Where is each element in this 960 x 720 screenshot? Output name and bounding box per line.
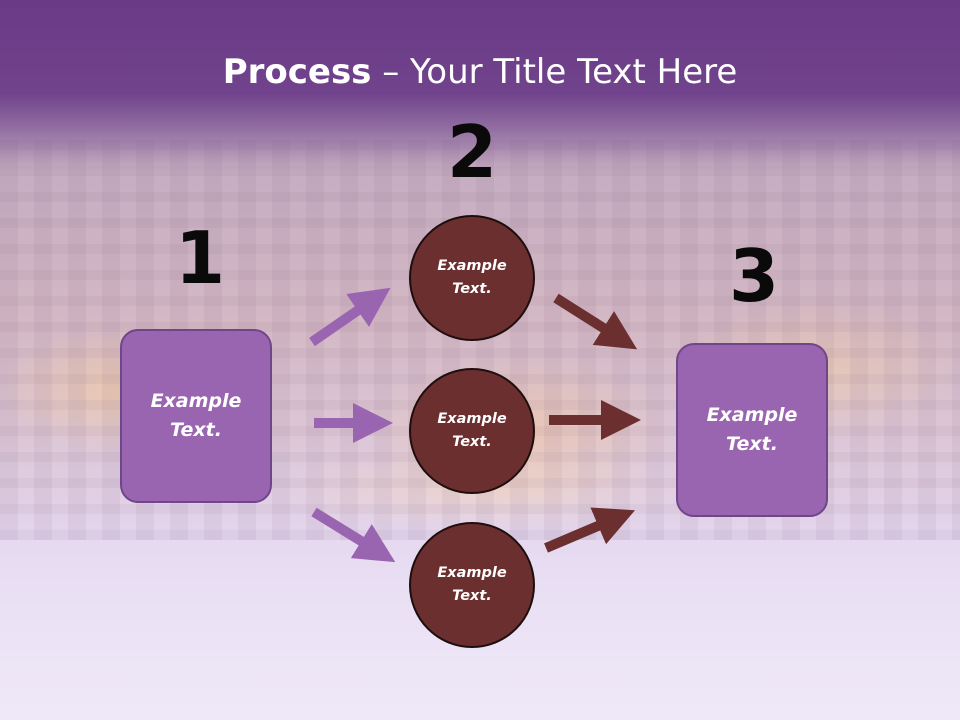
step-number-2: 2 [446,110,498,194]
arrow-top-to-3 [553,293,638,350]
title-bold: Process [222,52,372,92]
middle-node-center-label: Example Text. [437,411,507,450]
arrow-1-to-top [309,287,391,347]
step-1-box[interactable]: Example Text. [120,329,272,503]
step-number-1: 1 [174,216,226,300]
middle-node-bottom[interactable]: Example Text. [409,522,535,648]
slide-title: Process – Your Title Text Here [0,52,960,92]
arrow-1-to-bottom [311,507,396,563]
arrow-bottom-to-3 [544,507,636,553]
middle-node-top-label: Example Text. [437,258,507,297]
header-band [0,0,960,170]
step-3-box[interactable]: Example Text. [676,343,828,517]
step-3-label: Example Text. [706,404,798,455]
middle-node-bottom-label: Example Text. [437,565,507,604]
middle-node-center[interactable]: Example Text. [409,368,535,494]
title-rest: – Your Title Text Here [371,52,738,92]
middle-node-top[interactable]: Example Text. [409,215,535,341]
step-1-label: Example Text. [150,390,242,441]
step-number-3: 3 [728,234,780,318]
